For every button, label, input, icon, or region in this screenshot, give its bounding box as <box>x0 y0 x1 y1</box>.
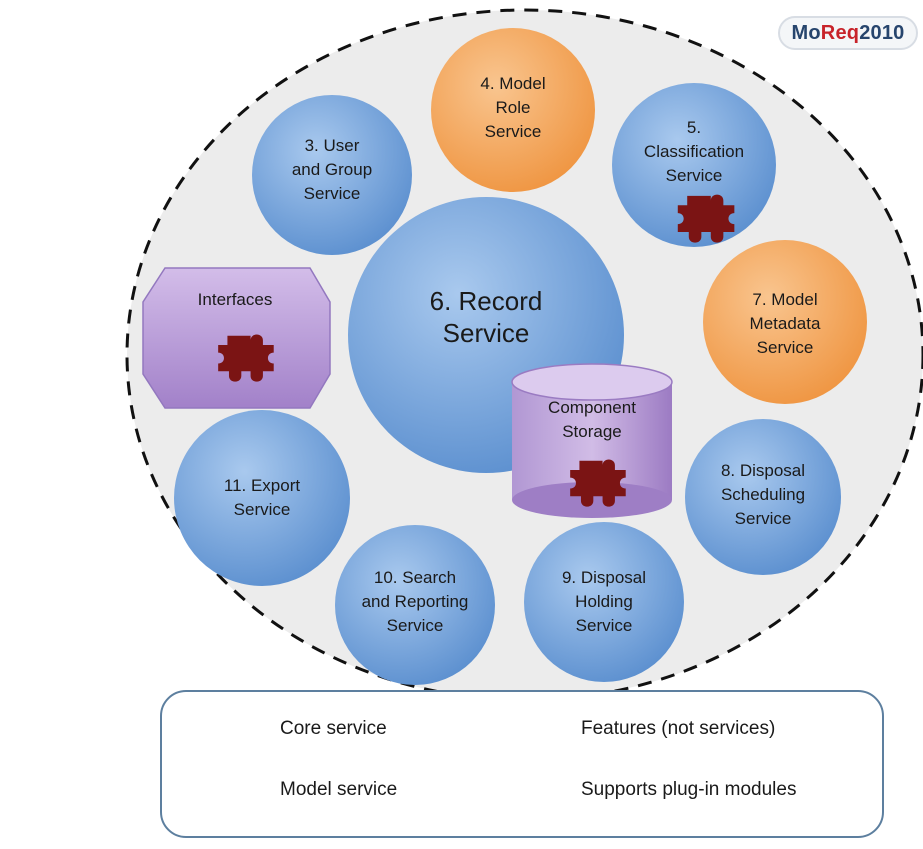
search-reporting-circle <box>335 525 495 685</box>
interfaces-label: Interfaces <box>197 290 273 309</box>
legend-box <box>160 690 884 838</box>
moreq-logo: MoReq2010 <box>778 16 918 50</box>
model-metadata-circle <box>703 240 867 404</box>
legend-plugin-label: Supports plug-in modules <box>581 779 797 800</box>
legend-model-label: Model service <box>280 779 398 800</box>
disposal-holding-circle <box>524 522 684 682</box>
export-circle <box>174 410 350 586</box>
user-group-circle <box>252 95 412 255</box>
model-role-circle <box>431 28 595 192</box>
legend-core-label: Core service <box>280 718 387 739</box>
disposal-scheduling-circle <box>685 419 841 575</box>
legend-features-label: Features (not services) <box>581 718 776 739</box>
classification-circle <box>612 83 776 247</box>
